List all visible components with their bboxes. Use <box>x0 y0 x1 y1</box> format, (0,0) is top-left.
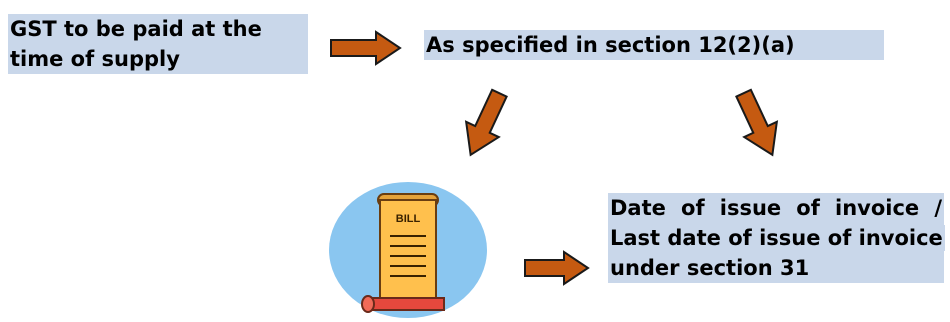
down-right-arrow <box>735 88 779 157</box>
gst-time-of-supply-text: GST to be paid at the time of supply <box>8 16 264 72</box>
bill-scroll-icon: BILL <box>329 182 487 318</box>
down-left-arrow <box>464 88 508 157</box>
right-arrow-bottom <box>524 250 590 286</box>
date-of-issue-box: Date of issue of invoice / Last date of … <box>608 193 945 283</box>
specified-section-box: As specified in section 12(2)(a) <box>424 30 884 60</box>
date-of-issue-text: Date of issue of invoice / Last date of … <box>608 195 945 281</box>
svg-text:BILL: BILL <box>396 213 421 225</box>
right-arrow-top <box>330 30 402 66</box>
gst-time-of-supply-box: GST to be paid at the time of supply <box>8 14 308 74</box>
specified-section-text: As specified in section 12(2)(a) <box>424 32 797 58</box>
